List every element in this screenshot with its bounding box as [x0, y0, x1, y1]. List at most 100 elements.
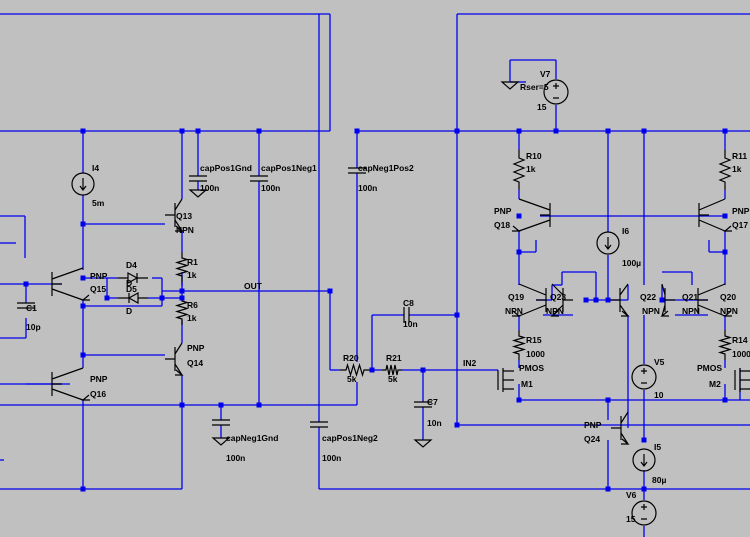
capacitor-plates — [250, 175, 268, 182]
junction-dot — [454, 312, 460, 318]
label-q19-value: NPN — [505, 306, 523, 316]
label-r20-value: 5k — [347, 374, 357, 384]
label-r15-id: R15 — [526, 335, 542, 345]
source-circle — [596, 231, 620, 255]
capacitor-plates — [310, 421, 328, 428]
mosfet-m1 — [497, 368, 514, 392]
arrow-icon — [604, 237, 612, 250]
label-d5-value: D — [126, 306, 132, 316]
label-q21-id: Q21 — [682, 292, 698, 302]
label-q15-value: PNP — [90, 271, 108, 281]
label-v7-extra: Rser=5 — [520, 82, 549, 92]
capacitor-plates — [189, 175, 207, 182]
bjt-q23 — [550, 283, 573, 317]
resistor-r1 — [174, 252, 190, 282]
label-q20-value: NPN — [720, 306, 738, 316]
diode-d5 — [118, 291, 148, 305]
bjt-body — [698, 198, 726, 232]
current-source-i6 — [596, 231, 620, 255]
junction-dot — [80, 128, 86, 134]
ground-triangle — [413, 439, 433, 448]
labels: I45mcapPos1Gnd100ncapPos1Neg1100ncapNeg1… — [26, 69, 750, 524]
label-r10-id: R10 — [526, 151, 542, 161]
label-i6-id: I6 — [622, 226, 629, 236]
resistor-r6 — [174, 295, 190, 325]
junction-dot — [516, 128, 522, 134]
bjt-q17 — [698, 198, 732, 232]
label-capneg1pos2-value: 100n — [358, 183, 377, 193]
resistor-body — [511, 330, 527, 360]
resistor-r14 — [717, 330, 733, 360]
junction-dot — [104, 295, 110, 301]
label-i5-value: 80µ — [652, 475, 666, 485]
ground-triangle — [211, 437, 231, 446]
wires — [0, 13, 750, 537]
label-q24-id: Q24 — [584, 434, 600, 444]
capacitor-plates — [403, 307, 410, 323]
diode-body — [118, 271, 148, 285]
junction-dot — [179, 295, 185, 301]
label-q22-id: Q22 — [640, 292, 656, 302]
capacitor-plates — [212, 419, 230, 426]
label-r11-value: 1k — [732, 164, 742, 174]
junction-dot — [327, 288, 333, 294]
label-q22-value: NPN — [642, 306, 660, 316]
label-v5-value: 10 — [654, 390, 664, 400]
label-cappos1gnd-value: 100n — [200, 183, 219, 193]
junction-dot — [159, 295, 165, 301]
mosfet-body — [497, 368, 514, 392]
capacitor-cappos1gnd — [189, 175, 207, 182]
label-q15-id: Q15 — [90, 284, 106, 294]
junction-dot — [605, 297, 611, 303]
capacitor-plates — [414, 401, 432, 408]
label-q13-value: NPN — [176, 225, 194, 235]
capacitor-c1 — [17, 302, 35, 309]
capacitor-cappos1neg1 — [250, 175, 268, 182]
junction-dot — [516, 213, 522, 219]
symbols — [17, 79, 750, 526]
bjt-q13 — [165, 198, 184, 232]
bjt-body — [697, 283, 726, 317]
emitter-arrow — [175, 225, 184, 232]
junction-dot — [80, 275, 86, 281]
bjt-body — [610, 283, 629, 317]
emitter-arrow — [621, 438, 630, 445]
label-capneg1gnd-id: capNeg1Gnd — [226, 433, 278, 443]
resistor-r11 — [718, 150, 732, 190]
label-q14-value: PNP — [187, 343, 205, 353]
capacitor-capneg1pos2 — [348, 167, 366, 174]
bjt-body — [611, 411, 629, 445]
bjt-body — [51, 267, 84, 301]
label-capneg1pos2-id: capNeg1Pos2 — [358, 163, 414, 173]
label-v6-id: V6 — [626, 490, 637, 500]
emitter-arrow — [723, 310, 732, 317]
junction-dot — [605, 128, 611, 134]
junction-dot — [641, 128, 647, 134]
bjt-body — [518, 283, 547, 317]
source-circle — [632, 448, 656, 472]
junction-dot — [722, 397, 728, 403]
ground-icon — [211, 437, 231, 446]
junction-dot — [516, 397, 522, 403]
label-capneg1gnd-value: 100n — [226, 453, 245, 463]
label-r11-id: R11 — [732, 151, 747, 161]
capacitor-c7 — [414, 401, 432, 408]
junction-dot — [179, 402, 185, 408]
junctions — [23, 128, 728, 492]
bjt-body — [51, 367, 84, 401]
label-cappos1neg2-id: capPos1Neg2 — [322, 433, 378, 443]
label-d4-id: D4 — [126, 260, 137, 270]
junction-dot — [722, 213, 728, 219]
emitter-arrow — [550, 310, 559, 317]
label-q21-value: NPN — [682, 306, 700, 316]
resistor-body — [512, 150, 526, 190]
label-q23-id: Q23 — [550, 292, 566, 302]
label-r14-id: R14 — [732, 335, 748, 345]
junction-dot — [80, 303, 86, 309]
source-circle — [631, 364, 657, 390]
junction-dot — [179, 288, 185, 294]
label-v7-value: 15 — [537, 102, 547, 112]
diode-d4 — [118, 271, 148, 285]
label-q13-id: Q13 — [176, 211, 192, 221]
